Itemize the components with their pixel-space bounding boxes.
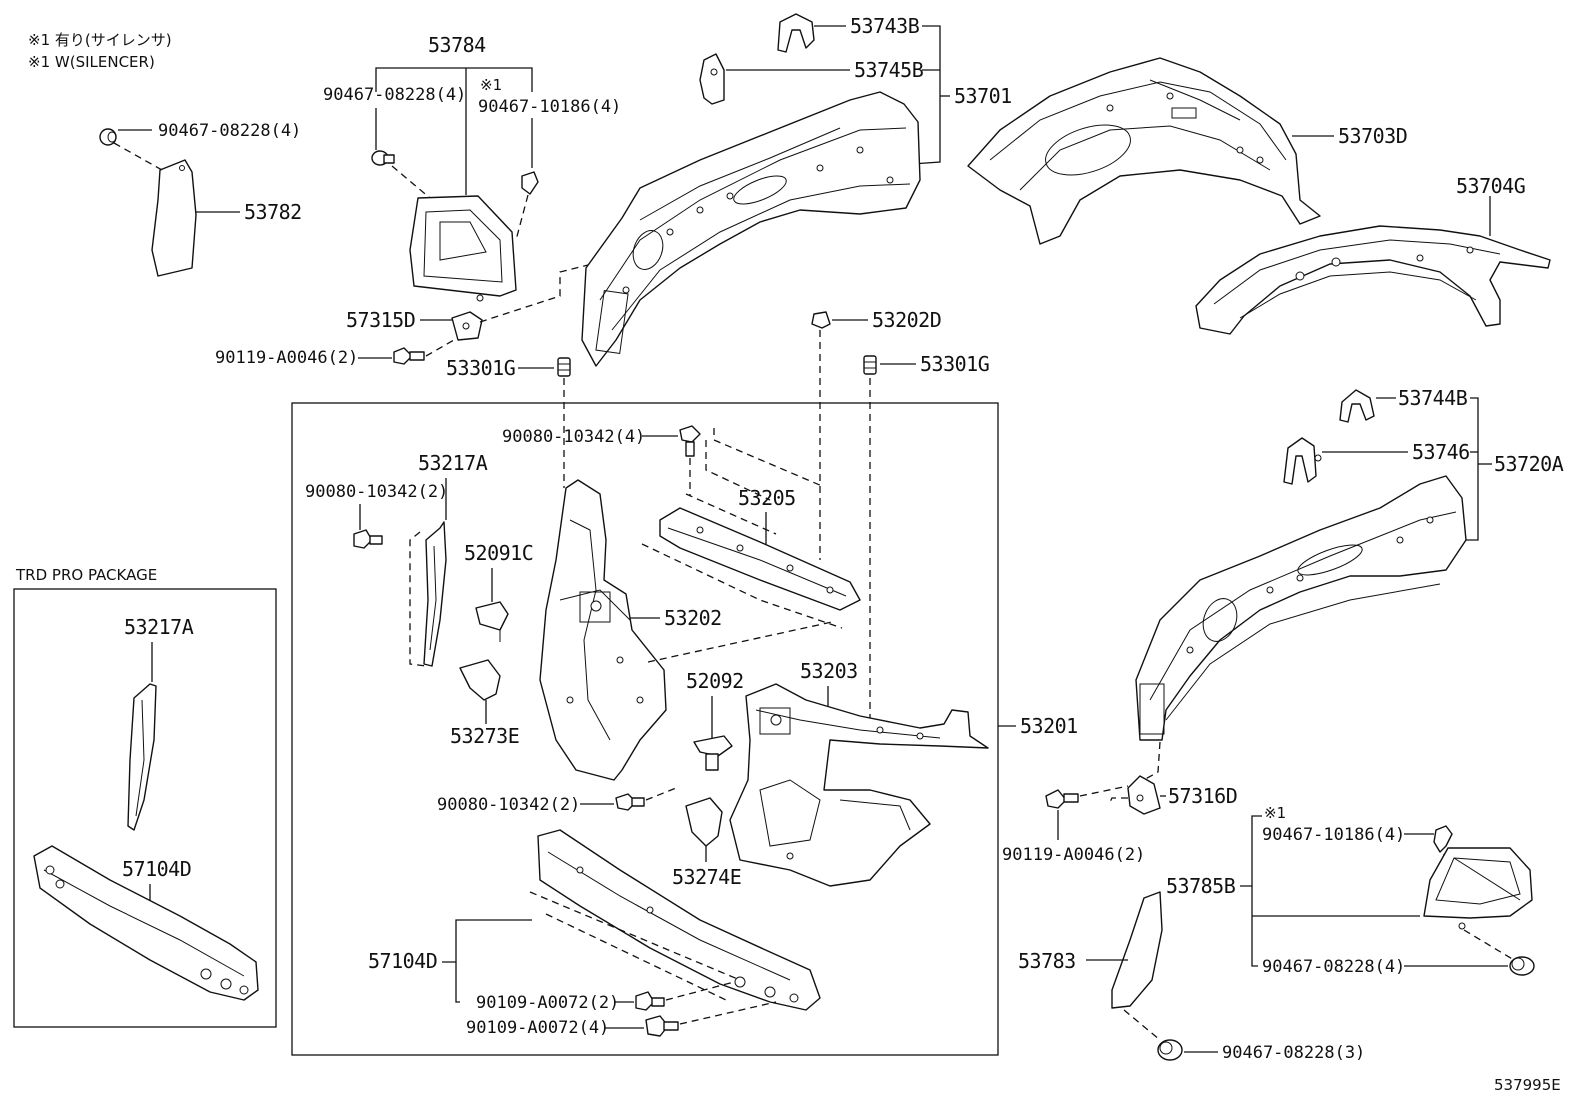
part-53744B [1339,389,1375,423]
label-53744B: 53744B [1398,386,1468,410]
part-57315D [451,311,483,341]
part-53205 [659,507,861,611]
part-53784-silencer [409,195,517,302]
label-90467-08228-a: 90467-08228(4) [158,121,301,141]
bolt-90119-A0046-b [1045,789,1079,809]
bolt-90080-10342-2-b [615,793,645,811]
part-57316D [1127,775,1161,815]
label-53783: 53783 [1018,949,1076,973]
part-53217A-b [127,683,157,831]
part-53782 [151,159,197,277]
label-53746: 53746 [1412,440,1470,464]
part-53745B [699,53,725,105]
part-53274E [685,797,723,847]
label-53217A-b: 53217A [124,615,194,639]
part-53273E [459,659,501,701]
label-57104D-a: 57104D [368,949,437,973]
label-53745B: 53745B [854,58,924,82]
bolt-90080-10342-4 [679,425,701,457]
label-90467-08228-d: 90467-08228(3) [1222,1043,1365,1063]
part-57104D-b [33,845,259,1001]
part-53703D [967,57,1321,245]
label-90080-10342-2-b: 90080-10342(2) [437,795,580,815]
label-53202: 53202 [664,606,722,630]
clip-90467-08228-c [1509,956,1535,976]
label-90119-A0046-a: 90119-A0046(2) [215,348,358,368]
label-53720A: 53720A [1494,452,1564,476]
label-53274E: 53274E [672,865,741,889]
part-53720A-apron [1135,475,1467,741]
label-90080-10342-2-a: 90080-10342(2) [305,482,448,502]
label-90467-08228-b: 90467-08228(4) [323,85,466,105]
trd-pro-box [13,588,277,1028]
label-53301G-a: 53301G [446,356,515,380]
part-53701-apron [581,91,921,367]
part-53785B-silencer [1423,847,1533,930]
clip-90467-08228-b [371,150,395,166]
part-53203 [729,683,989,887]
mark-1-a: ※1 [480,76,502,94]
part-53746 [1283,437,1322,485]
label-53205: 53205 [738,486,796,510]
label-53701: 53701 [954,84,1012,108]
label-52092: 52092 [686,669,744,693]
label-52091C: 52091C [464,541,533,565]
label-53202D: 53202D [872,308,941,332]
label-90119-A0046-b: 90119-A0046(2) [1002,845,1145,865]
label-53273E: 53273E [450,724,519,748]
label-57104D-b: 57104D [122,857,191,881]
note-en: ※1 W(SILENCER) [28,53,155,71]
label-53785B: 53785B [1166,874,1236,898]
label-90467-10186-b: 90467-10186(4) [1262,825,1405,845]
label-53784: 53784 [428,33,486,57]
label-53782: 53782 [244,200,302,224]
bolt-90119-A0046-a [393,347,425,365]
bolt-90109-A0072-4 [645,1015,679,1037]
label-53201: 53201 [1020,714,1078,738]
label-90080-10342-4: 90080-10342(4) [502,427,645,447]
label-57316D: 57316D [1168,784,1237,808]
clip-90467-08228-d [1157,1039,1183,1061]
label-90109-A0072-4: 90109-A0072(4) [466,1018,609,1038]
label-90467-08228-c: 90467-08228(4) [1262,957,1405,977]
group-box-53201 [291,402,999,1056]
label-90467-10186-a: 90467-10186(4) [478,97,621,117]
clip-90467-10186-b [1433,825,1453,853]
part-53743B [777,13,815,53]
part-53202D [811,311,831,329]
part-53783 [1111,891,1163,1009]
mark-1-b: ※1 [1264,804,1286,822]
note-jp: ※1 有り(サイレンサ) [28,31,172,49]
label-53704G: 53704G [1456,174,1525,198]
part-53202 [539,479,667,781]
part-53217A-a [423,521,447,667]
label-53703D: 53703D [1338,124,1407,148]
label-53217A-a: 53217A [418,451,488,475]
clip-90467-08228-a [99,128,117,146]
part-53301G-a [557,357,571,377]
clip-90467-10186-a [521,171,539,195]
part-53301G-b [863,355,877,375]
part-52091C [475,601,509,642]
part-57104D-a [537,829,821,1011]
label-53203: 53203 [800,659,858,683]
label-53743B: 53743B [850,14,920,38]
label-53301G-b: 53301G [920,352,989,376]
bolt-90109-A0072-2 [635,991,665,1011]
label-90109-A0072-2: 90109-A0072(2) [476,993,619,1013]
trd-pro-title: TRD PRO PACKAGE [15,566,157,584]
part-53704G [1195,225,1551,335]
label-57315D: 57315D [346,308,415,332]
part-52092 [693,735,733,771]
bolt-90080-10342-2-a [353,529,383,549]
figure-id: 537995E [1494,1076,1561,1094]
